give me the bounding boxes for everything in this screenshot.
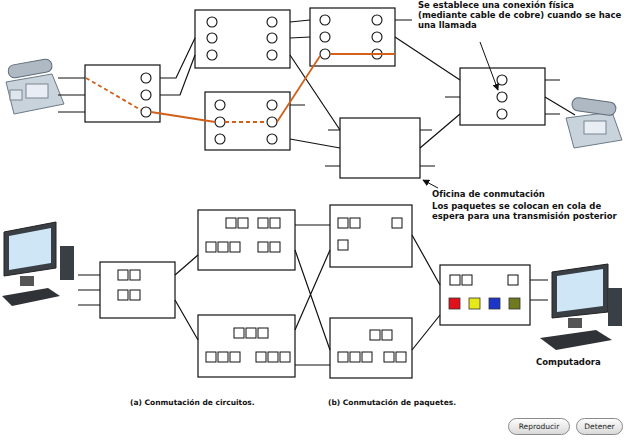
packet-square bbox=[238, 218, 248, 228]
packet-square bbox=[338, 240, 348, 250]
packet-square bbox=[350, 218, 360, 228]
packet-square bbox=[338, 352, 348, 362]
wire bbox=[58, 20, 575, 166]
packet-square bbox=[362, 352, 372, 362]
packet-square bbox=[462, 275, 472, 285]
packet-square bbox=[450, 275, 460, 285]
control-button: Detener bbox=[576, 418, 623, 435]
packet-square bbox=[118, 270, 128, 280]
telephone-icon bbox=[566, 97, 622, 148]
packet-square bbox=[258, 218, 268, 228]
packet-square bbox=[270, 242, 280, 252]
packet-square bbox=[130, 290, 140, 300]
packet-square bbox=[230, 242, 240, 252]
packet-square bbox=[280, 352, 290, 362]
packet-square bbox=[392, 218, 402, 228]
packet-square bbox=[230, 352, 240, 362]
call-path bbox=[86, 54, 395, 122]
packet-square bbox=[508, 275, 518, 285]
leader-line bbox=[423, 42, 498, 188]
packet-square bbox=[226, 218, 236, 228]
packet-square bbox=[258, 328, 268, 338]
colored-packet bbox=[449, 298, 520, 309]
note-text: Los paquetes se colocan en cola de esper… bbox=[432, 202, 624, 222]
switch-contact bbox=[141, 15, 507, 144]
button-label: Reproducir bbox=[519, 422, 560, 431]
packet-square bbox=[270, 218, 280, 228]
packet-square bbox=[256, 352, 266, 362]
computer-label: Computadora bbox=[536, 358, 624, 368]
packet-queue bbox=[118, 218, 518, 362]
packet-square bbox=[206, 352, 216, 362]
office-label: Oficina de conmutación bbox=[432, 190, 622, 200]
packet-square bbox=[218, 242, 228, 252]
packet-square bbox=[370, 330, 380, 340]
control-button: Reproducir bbox=[508, 418, 570, 435]
button-label: Detener bbox=[584, 422, 614, 431]
packet-square bbox=[218, 352, 228, 362]
packet-square bbox=[396, 352, 406, 362]
packet-square bbox=[382, 330, 392, 340]
switch-box bbox=[100, 205, 530, 378]
computer-icon bbox=[540, 264, 622, 350]
packet-square bbox=[384, 352, 394, 362]
packet-square bbox=[234, 328, 244, 338]
packet-square bbox=[130, 270, 140, 280]
packet-square bbox=[206, 242, 216, 252]
packet-square bbox=[338, 218, 348, 228]
packet-square bbox=[246, 328, 256, 338]
telephone-icon bbox=[6, 58, 64, 114]
figure-caption: (b) Conmutación de paquetes. bbox=[328, 399, 508, 408]
figure-caption: (a) Conmutación de circuitos. bbox=[130, 399, 310, 408]
note-text: Se establece una conexión física (median… bbox=[418, 1, 624, 30]
computer-icon bbox=[2, 222, 74, 306]
packet-square bbox=[268, 352, 278, 362]
switch-box bbox=[85, 8, 545, 178]
packet-square bbox=[118, 290, 128, 300]
packet-square bbox=[350, 352, 360, 362]
wire bbox=[78, 225, 548, 365]
packet-square bbox=[258, 242, 268, 252]
